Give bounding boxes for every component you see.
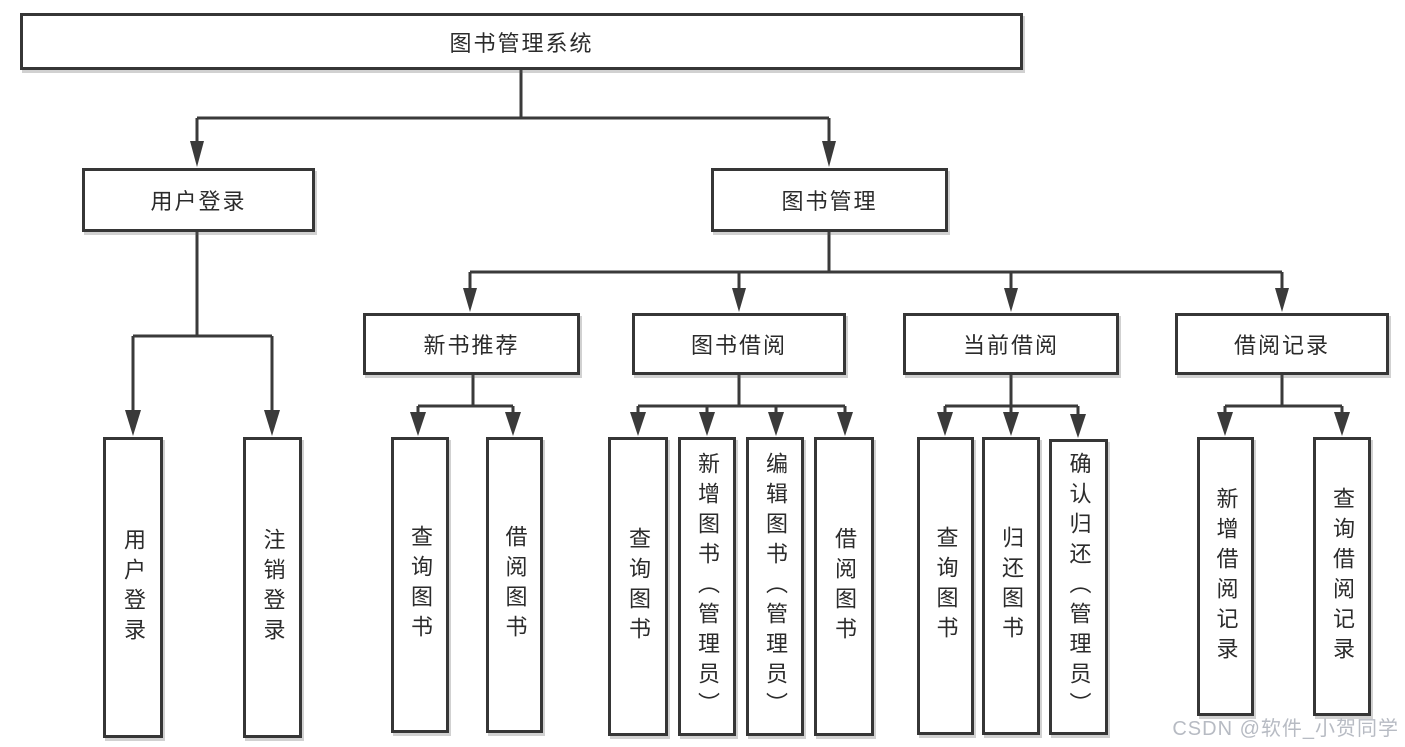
node-borrow-records: 借阅记录 <box>1175 313 1389 375</box>
node-label: 确认归还（管理员） <box>1066 452 1092 722</box>
connector-borrowing-to-leaves <box>630 375 853 436</box>
node-leaf-borrow-books: 借阅图书 <box>814 437 874 736</box>
node-root-system: 图书管理系统 <box>20 13 1023 70</box>
connector-user-login-to-leaves <box>125 232 280 436</box>
node-leaf-query-borrow-record: 查询借阅记录 <box>1313 437 1371 716</box>
node-label: 新增借阅记录 <box>1213 486 1239 667</box>
node-label: 用户登录 <box>121 527 146 648</box>
node-label: 新书推荐 <box>423 333 520 358</box>
node-current-borrowing: 当前借阅 <box>903 313 1119 375</box>
node-leaf-edit-book-admin: 编辑图书（管理员） <box>746 437 804 736</box>
node-leaf-query-books: 查询图书 <box>917 437 974 735</box>
node-book-borrowing: 图书借阅 <box>632 313 846 375</box>
csdn-watermark: CSDN @软件_小贺同学 <box>1172 718 1399 740</box>
node-leaf-query-books: 查询图书 <box>391 437 449 733</box>
node-book-management-branch: 图书管理 <box>711 168 948 232</box>
node-label: 归还图书 <box>999 526 1024 646</box>
node-label: 借阅记录 <box>1233 333 1330 358</box>
node-leaf-user-login: 用户登录 <box>103 437 163 738</box>
connector-book-mgmt-to-level3 <box>463 232 1289 312</box>
node-label: 查询图书 <box>408 525 433 645</box>
node-new-book-recommend: 新书推荐 <box>363 313 580 375</box>
node-label: 图书管理系统 <box>449 30 594 56</box>
node-leaf-add-book-admin: 新增图书（管理员） <box>678 437 736 736</box>
node-user-login-branch: 用户登录 <box>82 168 315 232</box>
node-label: 注销登录 <box>260 527 286 648</box>
node-leaf-add-borrow-record: 新增借阅记录 <box>1197 437 1254 716</box>
node-label: 查询借阅记录 <box>1330 486 1355 667</box>
node-label: 编辑图书（管理员） <box>763 451 788 722</box>
node-label: 查询图书 <box>626 526 651 647</box>
connector-records-to-leaves <box>1217 375 1350 436</box>
connector-new-book-to-leaves <box>410 375 521 436</box>
node-label: 当前借阅 <box>962 333 1059 358</box>
node-label: 图书管理 <box>781 189 878 214</box>
node-label: 图书借阅 <box>690 333 787 358</box>
node-label: 用户登录 <box>150 189 247 214</box>
node-label: 借阅图书 <box>502 525 528 645</box>
node-label: 查询图书 <box>933 526 959 646</box>
node-leaf-borrow-books: 借阅图书 <box>486 437 543 733</box>
connector-current-to-leaves <box>937 375 1086 438</box>
node-leaf-query-books: 查询图书 <box>608 437 668 736</box>
connector-root-to-level2 <box>190 70 836 167</box>
node-leaf-logout: 注销登录 <box>243 437 302 738</box>
node-leaf-return-book: 归还图书 <box>982 437 1040 735</box>
node-label: 新增图书（管理员） <box>695 451 720 722</box>
node-label: 借阅图书 <box>832 526 857 647</box>
node-leaf-confirm-return-admin: 确认归还（管理员） <box>1049 439 1108 735</box>
